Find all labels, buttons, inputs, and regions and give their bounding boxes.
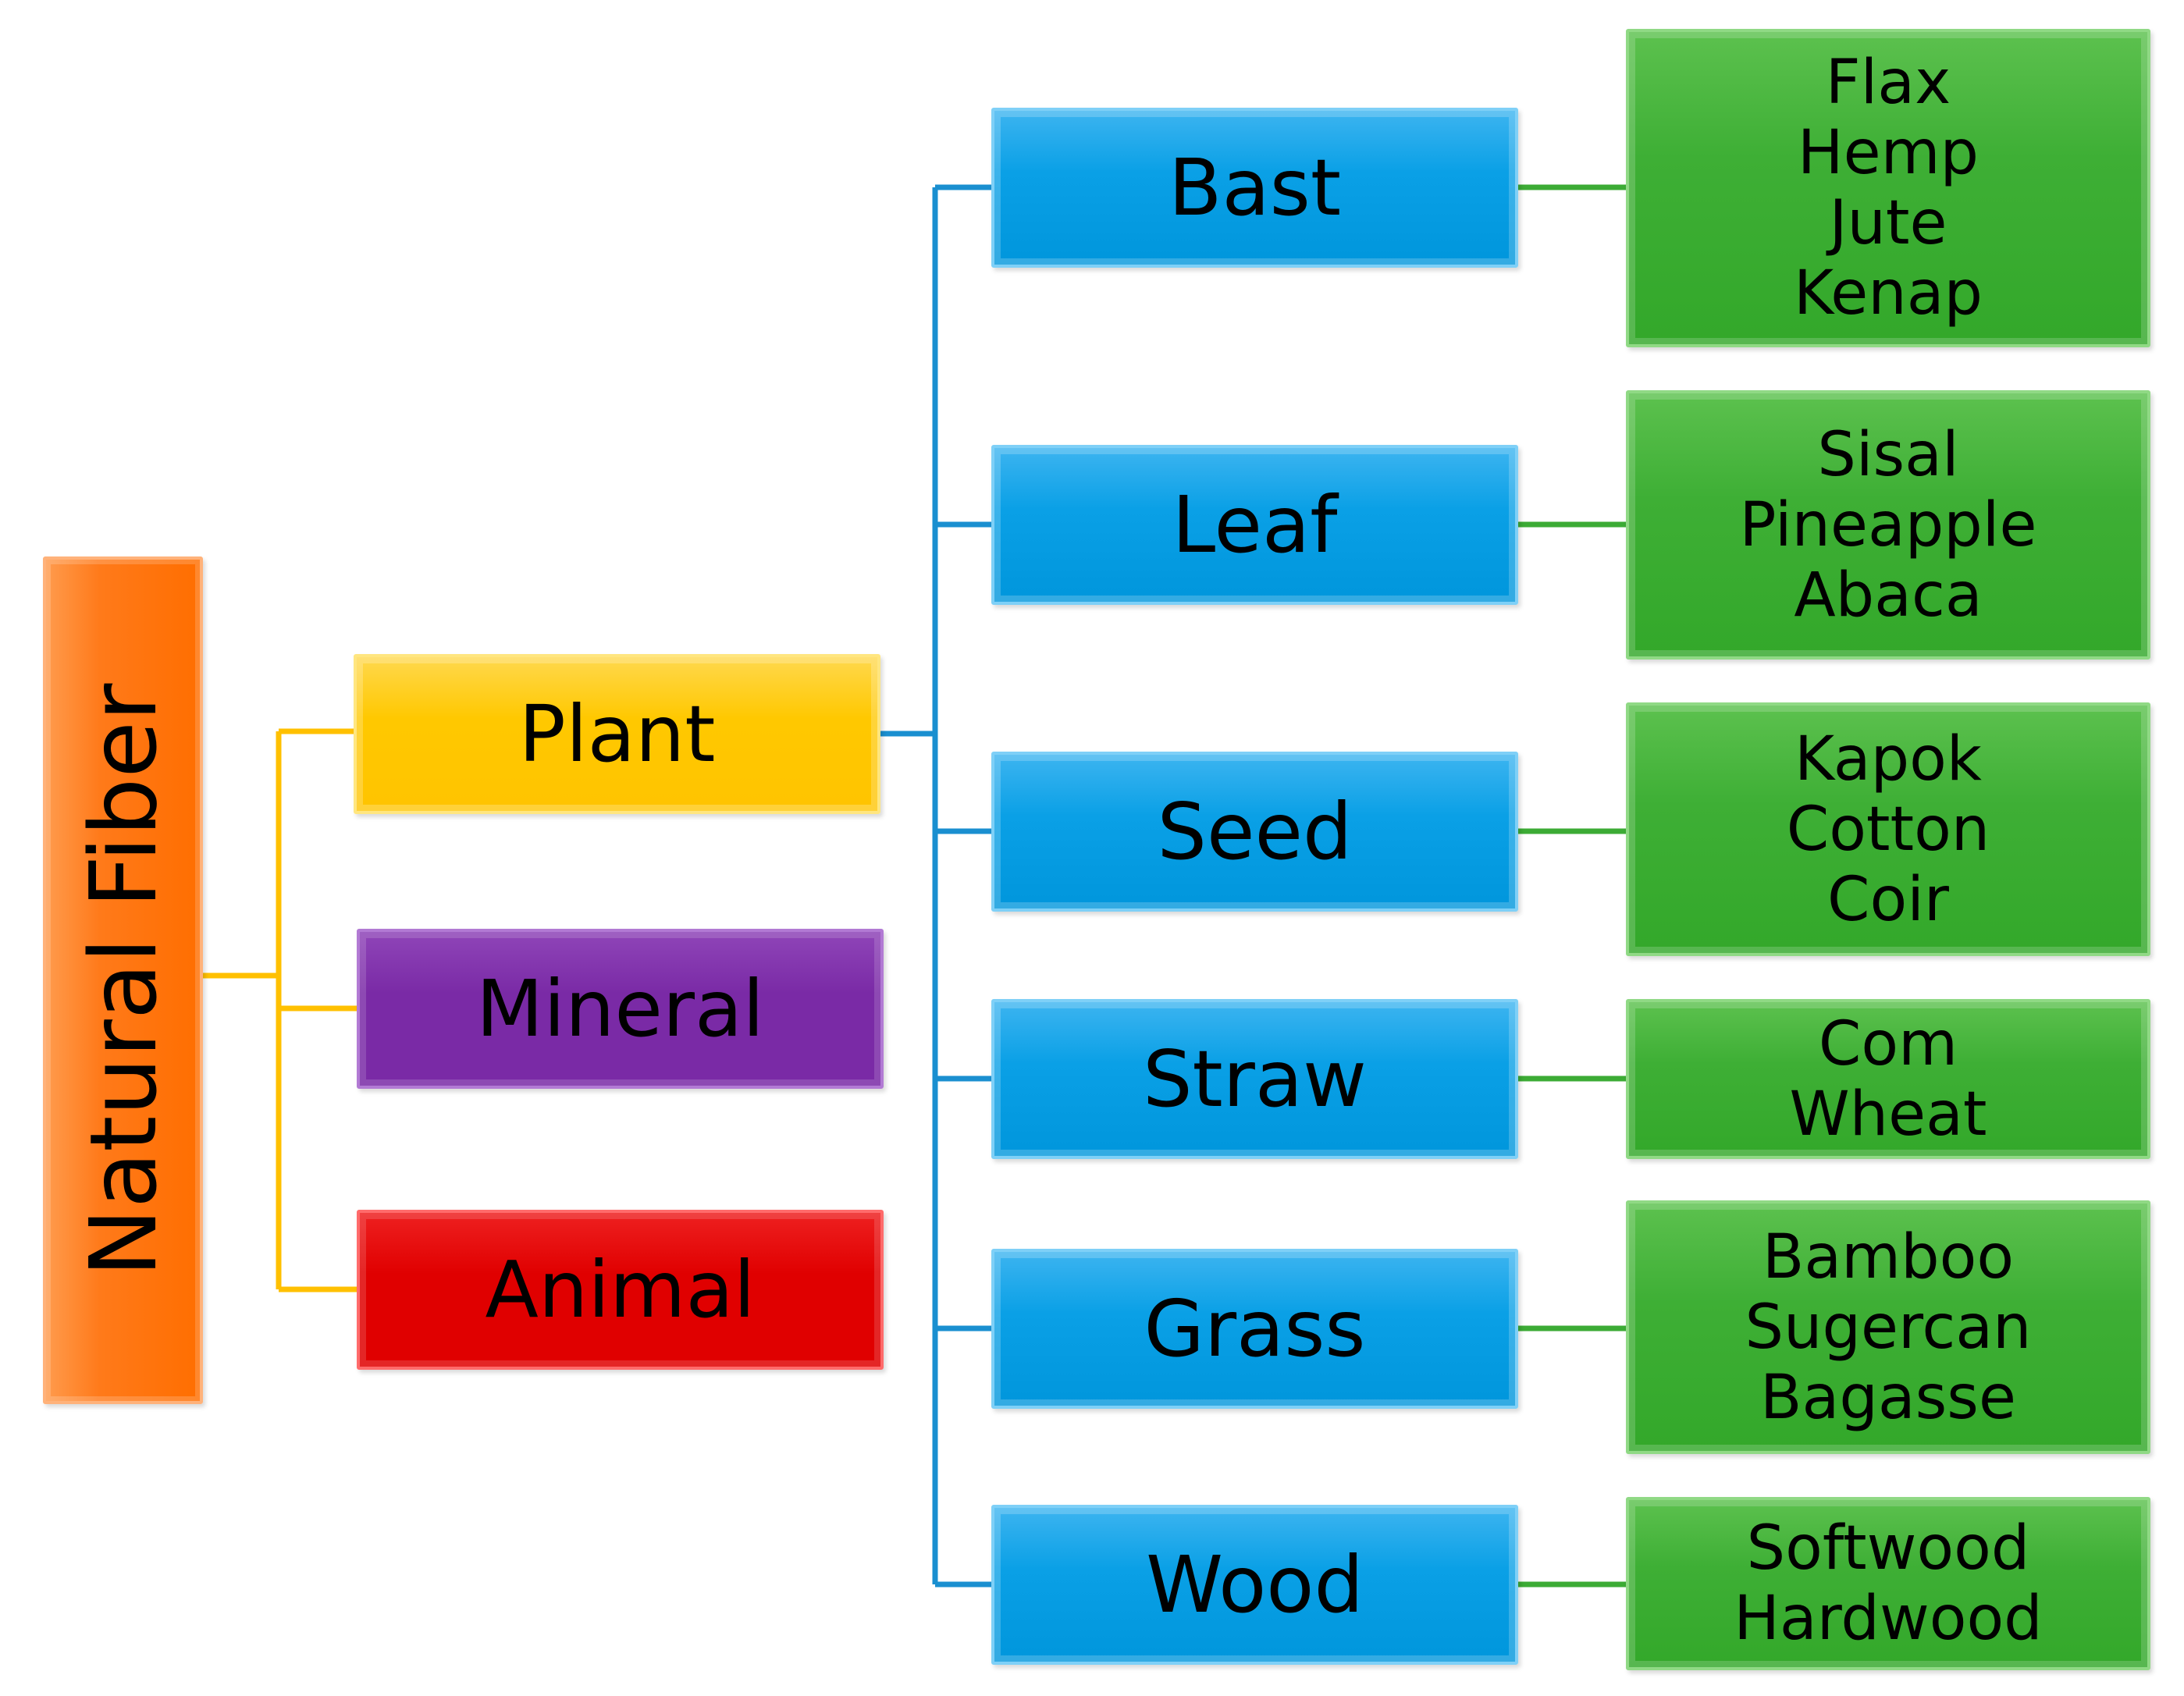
example-item: Kapok bbox=[1795, 724, 1982, 795]
example-item: Cotton bbox=[1786, 794, 1990, 865]
category-label: Animal bbox=[485, 1244, 756, 1335]
plant-type-label: Bast bbox=[1168, 142, 1342, 233]
plant-type-label: Grass bbox=[1144, 1283, 1366, 1374]
plant-type-label: Wood bbox=[1146, 1539, 1364, 1630]
plant-type-bast: Bast bbox=[991, 108, 1518, 268]
example-item: Bamboo bbox=[1762, 1221, 2015, 1292]
examples-straw: Com Wheat bbox=[1626, 999, 2150, 1159]
category-plant: Plant bbox=[354, 654, 880, 814]
example-item: Sugercan bbox=[1745, 1292, 2032, 1363]
plant-type-wood: Wood bbox=[991, 1505, 1518, 1665]
example-item: Jute bbox=[1829, 188, 1947, 258]
example-item: Wheat bbox=[1789, 1079, 1987, 1150]
example-item: Softwood bbox=[1746, 1513, 2030, 1584]
category-mineral: Mineral bbox=[357, 929, 884, 1089]
plant-type-label: Seed bbox=[1157, 786, 1353, 877]
root-connectors bbox=[203, 728, 357, 1292]
examples-wood: Softwood Hardwood bbox=[1626, 1497, 2150, 1670]
example-item: Kenap bbox=[1794, 258, 1983, 329]
plant-type-seed: Seed bbox=[991, 752, 1518, 912]
plant-type-label: Leaf bbox=[1172, 479, 1338, 571]
example-item: Flax bbox=[1825, 48, 1951, 118]
examples-seed: Kapok Cotton Coir bbox=[1626, 702, 2150, 956]
category-animal: Animal bbox=[357, 1210, 884, 1370]
example-item: Sisal bbox=[1817, 419, 1959, 490]
category-label: Plant bbox=[518, 688, 716, 780]
example-item: Bagasse bbox=[1760, 1362, 2016, 1433]
examples-bast: Flax Hemp Jute Kenap bbox=[1626, 29, 2150, 347]
root-label: Natural Fiber bbox=[69, 683, 177, 1278]
examples-grass: Bamboo Sugercan Bagasse bbox=[1626, 1200, 2150, 1454]
plant-type-leaf: Leaf bbox=[991, 445, 1518, 605]
example-item: Pineapple bbox=[1739, 489, 2037, 560]
example-item: Coir bbox=[1827, 864, 1949, 935]
plant-type-straw: Straw bbox=[991, 999, 1518, 1159]
example-item: Abaca bbox=[1794, 560, 1983, 631]
example-item: Hemp bbox=[1797, 118, 1979, 188]
examples-leaf: Sisal Pineapple Abaca bbox=[1626, 390, 2150, 660]
example-item: Hardwood bbox=[1734, 1584, 2043, 1654]
plant-type-grass: Grass bbox=[991, 1249, 1518, 1409]
root-node: Natural Fiber bbox=[43, 556, 203, 1404]
example-connectors bbox=[1518, 184, 1626, 1588]
plant-connectors bbox=[880, 184, 991, 1588]
plant-type-label: Straw bbox=[1143, 1033, 1367, 1125]
example-item: Com bbox=[1818, 1008, 1958, 1079]
category-label: Mineral bbox=[475, 963, 765, 1054]
